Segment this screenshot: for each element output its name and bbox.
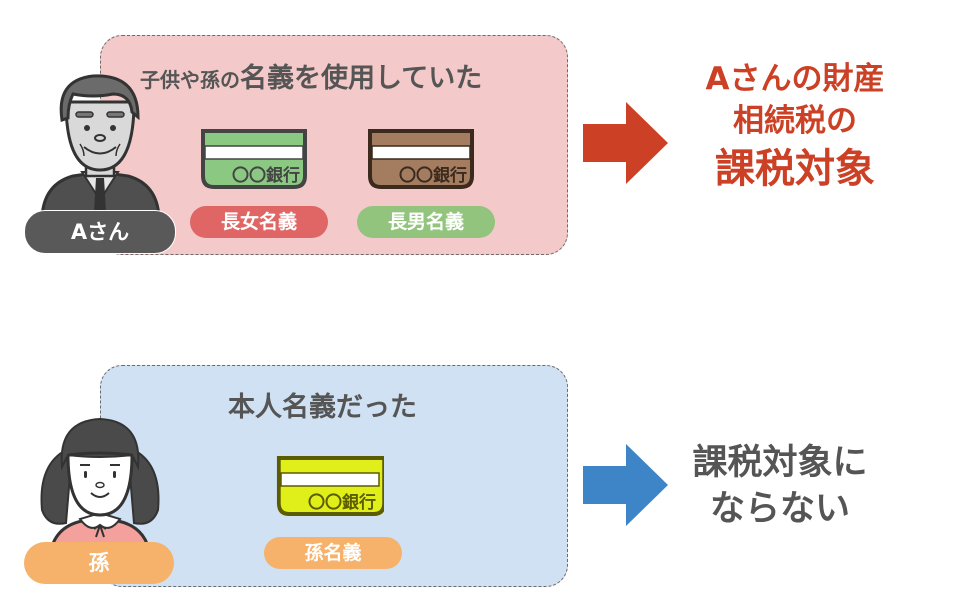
badge-grandchild: 孫名義 xyxy=(264,537,402,569)
arrow-right-icon-red xyxy=(583,102,668,184)
bank-card-icon-eldest-son: 〇〇銀行 xyxy=(368,129,474,189)
person-label-a: Aさん xyxy=(24,210,176,254)
result-a-line-1: Aさんの財産 xyxy=(705,61,885,97)
bank-name: 〇〇銀行 xyxy=(232,165,300,186)
result-a: Aさんの財産 相続税の 課税対象 xyxy=(660,58,930,196)
bank-card-icon-grandchild: 〇〇銀行 xyxy=(276,456,384,516)
bank-name: 〇〇銀行 xyxy=(399,165,467,186)
bank-card-icon-eldest-daughter: 〇〇銀行 xyxy=(201,129,307,189)
arrow-right-icon-blue xyxy=(583,444,668,526)
grandchild-girl-avatar-icon xyxy=(40,417,160,555)
badge-eldest-daughter: 長女名義 xyxy=(190,206,328,238)
result-b-line-1: 課税対象に xyxy=(692,443,868,483)
badge-eldest-son: 長男名義 xyxy=(357,206,495,238)
case-b-heading: 本人名義だった xyxy=(228,392,417,423)
result-a-line-2: 相続税の xyxy=(733,103,857,139)
person-label-b: 孫 xyxy=(24,542,174,584)
result-b: 課税対象に ならない xyxy=(655,440,905,532)
case-a-heading: 子供や孫の名義を使用していた xyxy=(140,56,482,95)
result-a-line-3: 課税対象 xyxy=(715,146,875,192)
elderly-man-avatar-icon xyxy=(40,74,161,217)
case-a-heading-small: 子供や孫の xyxy=(140,68,240,92)
result-b-line-2: ならない xyxy=(709,489,850,529)
case-a-heading-large: 名義を使用していた xyxy=(240,63,483,94)
bank-name: 〇〇銀行 xyxy=(308,492,376,513)
